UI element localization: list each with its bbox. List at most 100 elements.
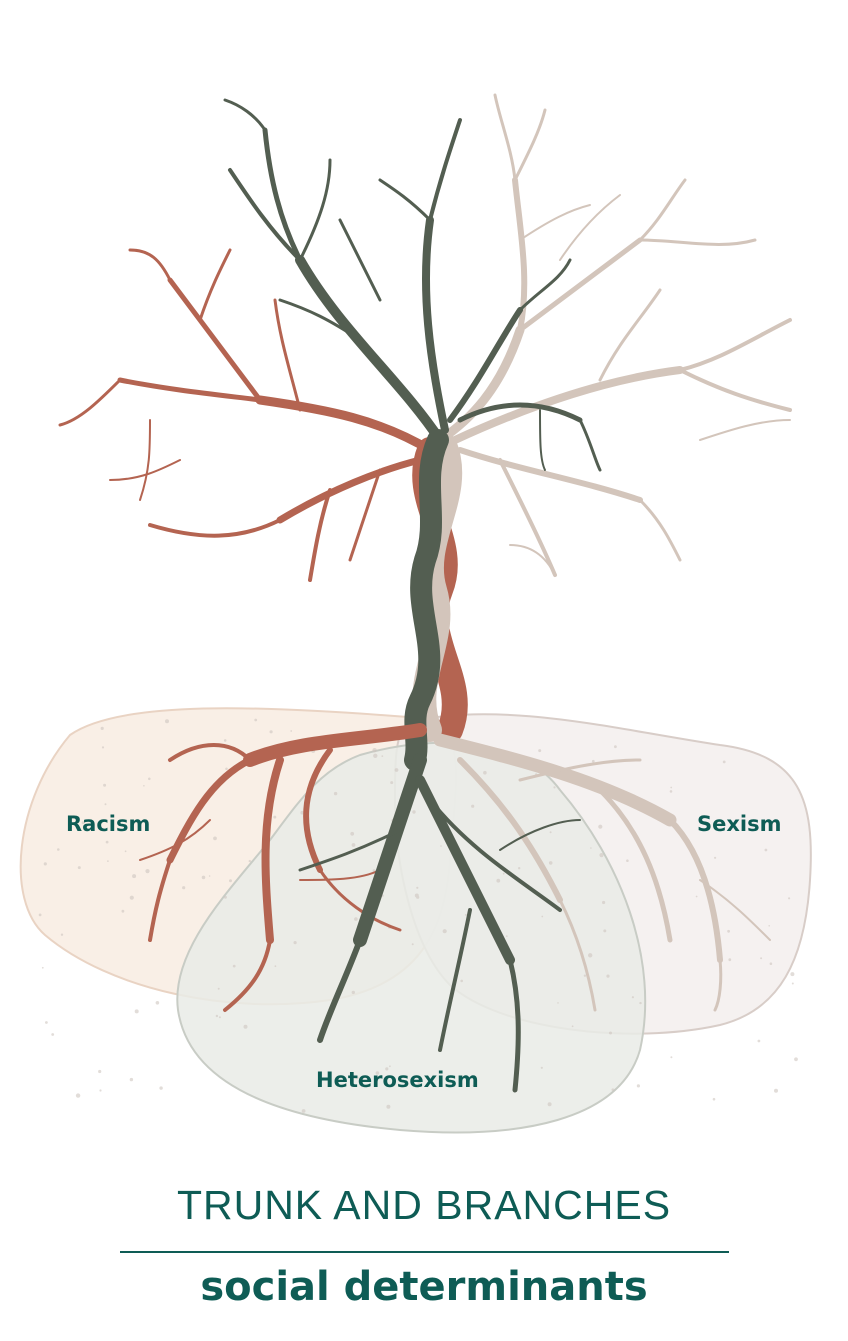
- speckle: [373, 754, 377, 758]
- speckle: [471, 805, 474, 808]
- speckle: [713, 1098, 716, 1101]
- speckle: [61, 934, 63, 936]
- speckle: [390, 781, 393, 784]
- speckle: [98, 1070, 101, 1073]
- speckle: [518, 867, 520, 869]
- speckle: [202, 876, 206, 880]
- speckle: [254, 719, 257, 722]
- speckle: [612, 1088, 615, 1091]
- speckle: [225, 768, 228, 771]
- speckle: [774, 1089, 778, 1093]
- speckle: [156, 1001, 160, 1005]
- speckle: [788, 897, 790, 899]
- speckle: [465, 914, 467, 916]
- speckle: [541, 1067, 543, 1069]
- speckle: [244, 1025, 248, 1029]
- speckle: [412, 810, 415, 813]
- speckle: [57, 848, 60, 851]
- speckle: [130, 896, 134, 900]
- speckle: [270, 730, 273, 733]
- speckle: [602, 901, 605, 904]
- sexism-branches: [440, 95, 790, 575]
- speckle: [506, 935, 508, 937]
- speckle: [76, 1093, 80, 1097]
- speckle: [572, 1025, 574, 1027]
- speckle: [132, 874, 136, 878]
- speckle: [209, 875, 211, 877]
- speckle: [42, 967, 44, 969]
- heterosexism-label: Heterosexism: [316, 1068, 479, 1092]
- speckle: [770, 962, 773, 965]
- speckle: [599, 853, 603, 857]
- speckle: [590, 847, 592, 849]
- speckle: [148, 778, 151, 781]
- speckle: [159, 1086, 162, 1089]
- speckle: [224, 896, 227, 899]
- speckle: [557, 1002, 559, 1004]
- speckle: [714, 857, 716, 859]
- speckle: [213, 837, 217, 841]
- speckle: [412, 943, 414, 945]
- speckle: [609, 1032, 612, 1035]
- racism-label: Racism: [66, 812, 150, 836]
- caption-divider: [120, 1251, 729, 1253]
- speckle: [165, 719, 169, 723]
- speckle: [103, 784, 106, 787]
- speckle: [416, 887, 418, 889]
- speckle: [632, 996, 634, 998]
- speckle: [443, 929, 447, 933]
- speckle: [758, 1040, 761, 1043]
- speckle: [549, 861, 553, 865]
- speckle: [496, 879, 500, 883]
- speckle: [760, 957, 762, 959]
- speckle: [182, 886, 185, 889]
- speckle: [216, 1015, 218, 1017]
- braided-trunk: [415, 440, 455, 760]
- speckle: [249, 860, 251, 862]
- speckle: [381, 755, 383, 757]
- speckle: [460, 980, 463, 983]
- speckle: [44, 862, 47, 865]
- speckle: [584, 975, 586, 977]
- speckle: [639, 1002, 641, 1004]
- speckle: [483, 771, 487, 775]
- speckle: [219, 1016, 221, 1018]
- speckle: [440, 845, 442, 847]
- speckle: [334, 792, 337, 795]
- speckle: [145, 869, 149, 873]
- speckle: [102, 746, 104, 748]
- speckle: [598, 825, 602, 829]
- speckle: [107, 860, 109, 862]
- speckle: [389, 1065, 391, 1067]
- speckle: [606, 975, 609, 978]
- speckle: [105, 803, 107, 805]
- speckle: [395, 768, 399, 772]
- speckle: [541, 916, 543, 918]
- speckle: [233, 965, 236, 968]
- speckle: [728, 958, 731, 961]
- speckle: [588, 953, 592, 957]
- speckle: [765, 849, 768, 852]
- speckle: [290, 730, 292, 732]
- speckle: [135, 1009, 139, 1013]
- speckle: [294, 941, 297, 944]
- speckle: [670, 787, 672, 789]
- speckle: [125, 850, 127, 852]
- speckle: [229, 879, 232, 882]
- speckle: [792, 983, 794, 985]
- speckle: [670, 1056, 672, 1058]
- speckle: [354, 917, 358, 921]
- speckle: [614, 745, 617, 748]
- speckle: [603, 929, 606, 932]
- speckle: [273, 816, 276, 819]
- speckle: [122, 910, 125, 913]
- speckle: [626, 859, 629, 862]
- speckle: [99, 1089, 101, 1091]
- speckle: [275, 965, 277, 967]
- speckle: [696, 896, 698, 898]
- speckle: [727, 930, 730, 933]
- speckle: [553, 786, 555, 788]
- heterosexism-branches: [225, 100, 600, 470]
- speckle: [503, 873, 505, 875]
- speckle: [768, 925, 770, 927]
